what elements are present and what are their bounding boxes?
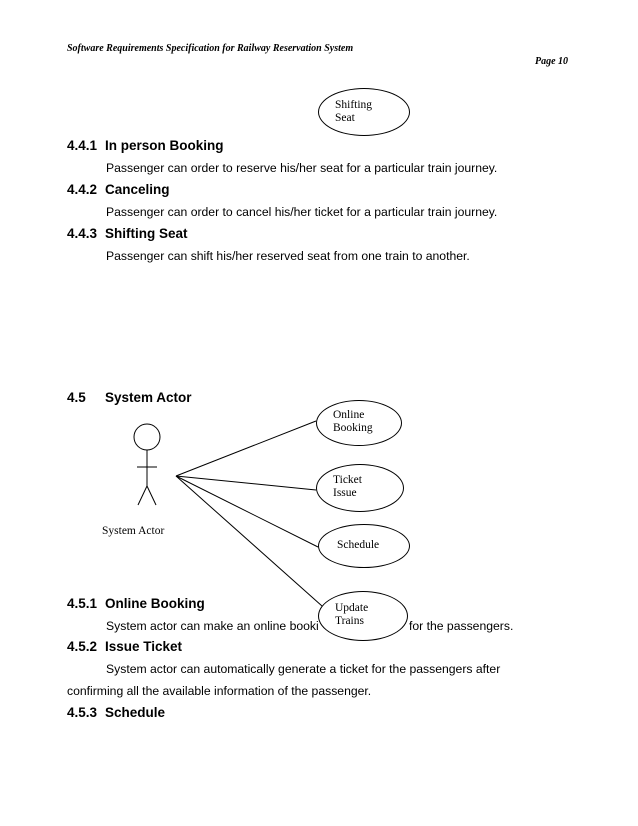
usecase-label: Online Booking bbox=[333, 409, 373, 434]
usecase-update-trains: Update Trains bbox=[318, 591, 408, 641]
section-title: Issue Ticket bbox=[105, 639, 183, 654]
section-text-part1: System actor can make an online booki bbox=[106, 619, 319, 633]
section-title: System Actor bbox=[105, 390, 192, 405]
actor-left-leg bbox=[137, 485, 148, 506]
usecase-label: Update Trains bbox=[335, 602, 369, 627]
actor-head bbox=[133, 423, 161, 451]
section-heading-4-5-2: 4.5.2 Issue Ticket bbox=[67, 639, 182, 654]
section-title: Shifting Seat bbox=[105, 226, 188, 241]
section-title: Canceling bbox=[105, 182, 170, 197]
association-update-trains bbox=[175, 475, 323, 607]
association-schedule bbox=[175, 475, 319, 548]
page-number: Page 10 bbox=[535, 56, 569, 67]
actor-right-leg bbox=[146, 485, 157, 506]
section-number: 4.5.2 bbox=[67, 639, 98, 654]
usecase-label: Shifting Seat bbox=[335, 99, 373, 124]
document-header-title: Software Requirements Specification for … bbox=[67, 43, 354, 54]
section-title: Schedule bbox=[105, 705, 166, 720]
section-heading-4-4-1: 4.4.1 In person Booking bbox=[67, 138, 224, 153]
section-number: 4.4.1 bbox=[67, 138, 98, 153]
section-number: 4.5.1 bbox=[67, 596, 98, 611]
section-heading-4-4-2: 4.4.2 Canceling bbox=[67, 182, 170, 197]
section-title: In person Booking bbox=[105, 138, 224, 153]
actor-label: System Actor bbox=[102, 525, 165, 537]
usecase-label: Ticket Issue bbox=[333, 474, 362, 499]
actor-figure bbox=[133, 423, 161, 506]
section-text: Passenger can shift his/her reserved sea… bbox=[106, 249, 470, 263]
section-number: 4.5 bbox=[67, 390, 86, 405]
usecase-label: Schedule bbox=[337, 539, 380, 551]
section-text: Passenger can order to cancel his/her ti… bbox=[106, 205, 498, 219]
section-number: 4.5.3 bbox=[67, 705, 98, 720]
association-ticket-issue bbox=[175, 475, 317, 491]
section-number: 4.4.2 bbox=[67, 182, 98, 197]
usecase-schedule: Schedule bbox=[318, 524, 410, 568]
section-title: Online Booking bbox=[105, 596, 205, 611]
section-text-line2: confirming all the available information… bbox=[67, 684, 372, 698]
usecase-shifting-seat: Shifting Seat bbox=[318, 88, 410, 136]
usecase-ticket-issue: Ticket Issue bbox=[316, 464, 404, 512]
section-heading-4-5: 4.5 System Actor bbox=[67, 390, 192, 405]
usecase-online-booking: Online Booking bbox=[316, 400, 402, 446]
section-number: 4.4.3 bbox=[67, 226, 98, 241]
section-heading-4-5-1: 4.5.1 Online Booking bbox=[67, 596, 205, 611]
section-text-line1: System actor can automatically generate … bbox=[106, 662, 501, 676]
section-heading-4-4-3: 4.4.3 Shifting Seat bbox=[67, 226, 188, 241]
association-online-booking bbox=[175, 420, 317, 477]
section-text: Passenger can order to reserve his/her s… bbox=[106, 161, 498, 175]
section-text-part2: for the passengers. bbox=[409, 619, 514, 633]
section-heading-4-5-3: 4.5.3 Schedule bbox=[67, 705, 165, 720]
